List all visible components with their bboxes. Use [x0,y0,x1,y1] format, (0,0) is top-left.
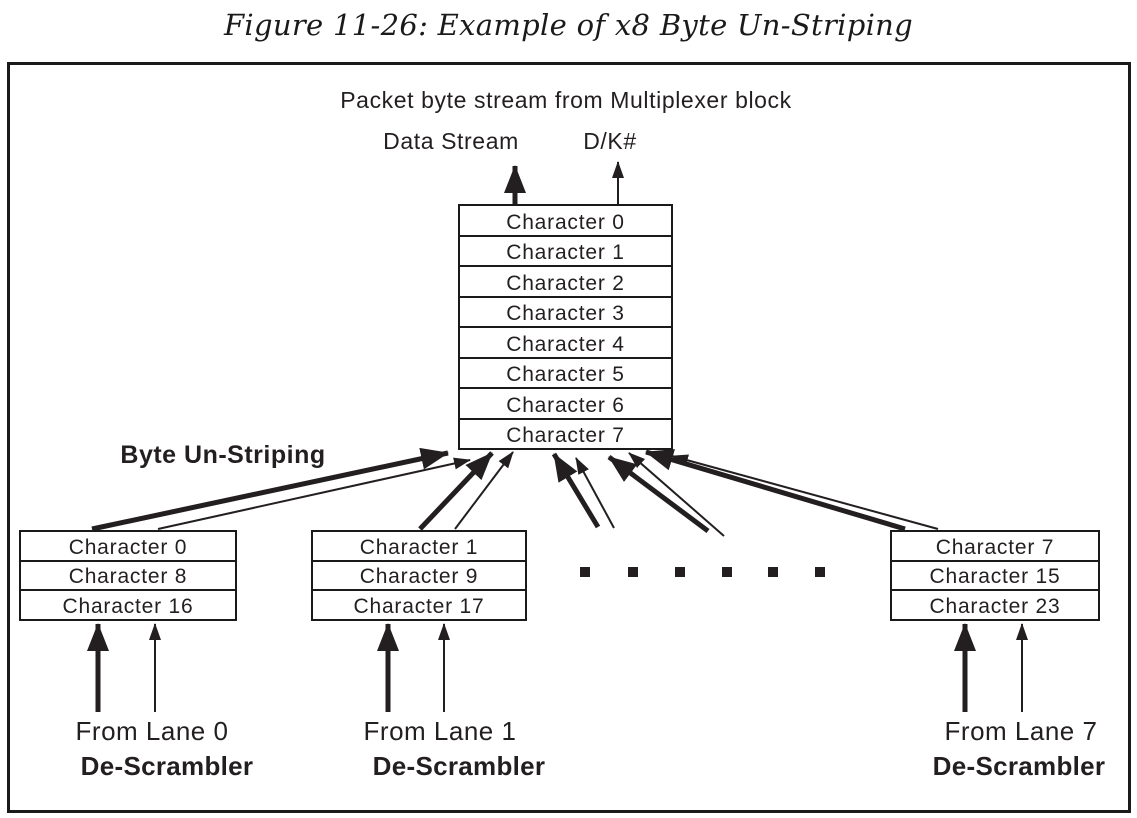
lane7-box: Character 7 Character 15 Character 23 [890,530,1100,621]
ellipsis-dot [580,567,590,577]
from-lane7-label: From Lane 7 [944,716,1098,746]
dk-label: D/K# [583,128,637,154]
stack-row: Character 5 [460,359,671,389]
stack-row: Character 6 [460,389,671,420]
lane-row: Character 9 [313,562,525,592]
lane-row: Character 8 [21,562,235,592]
character-stack: Character 0 Character 1 Character 2 Char… [458,204,673,450]
lane-row: Character 1 [313,532,525,562]
from-lane1-label: From Lane 1 [363,716,517,746]
lane7-descrambler-label: De-Scrambler [932,751,1106,781]
lane-row: Character 16 [62,595,194,619]
ellipsis-dot [675,567,685,577]
stack-row: Character 2 [460,267,671,298]
lane-row: Character 23 [929,595,1061,619]
lane-row: Character 15 [892,562,1098,592]
lane-row: Character 17 [353,595,485,619]
ellipsis-dot [722,567,732,577]
lane1-descrambler-label: De-Scrambler [372,751,546,781]
stack-row: Character 0 [460,206,671,237]
multiplexer-caption: Packet byte stream from Multiplexer bloc… [340,87,792,113]
lane0-box: Character 0 Character 8 Character 16 [19,530,237,621]
stack-row: Character 7 [506,424,625,447]
lane1-box: Character 1 Character 9 Character 17 [311,530,527,621]
from-lane0-label: From Lane 0 [75,716,229,746]
byte-unstriping-label: Byte Un-Striping [120,441,326,469]
stack-row: Character 3 [460,298,671,328]
lane-row: Character 0 [21,532,235,562]
stack-row: Character 4 [460,328,671,359]
ellipsis-dot [815,567,825,577]
ellipsis-dot [628,567,638,577]
data-stream-label: Data Stream [383,128,519,154]
lane-row: Character 7 [892,532,1098,562]
figure-caption: Figure 11-26: Example of x8 Byte Un-Stri… [223,8,914,42]
ellipsis-dot [768,567,778,577]
lane0-descrambler-label: De-Scrambler [80,751,254,781]
stack-row: Character 1 [460,237,671,267]
